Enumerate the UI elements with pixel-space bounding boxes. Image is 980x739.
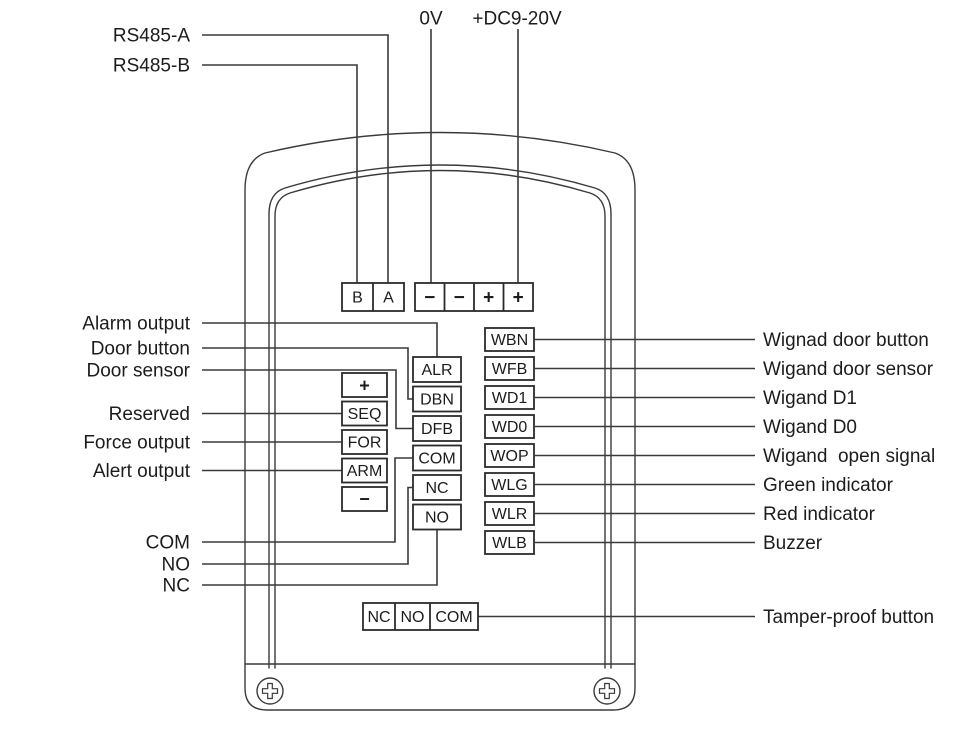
wiegand-wlg-label: WLG: [491, 477, 527, 494]
wiegand-cell-wlg: [484, 472, 535, 497]
external-labels-top: RS485-A RS485-B 0V +DC9-20V: [113, 9, 562, 77]
wiegand-d0-label: Wigand D0: [763, 417, 857, 438]
io-alr-label: ALR: [421, 362, 452, 379]
wire-alarm-output: [202, 322, 438, 357]
io-cell-dfb: [412, 415, 462, 442]
terminal-plus-2: +: [513, 288, 524, 309]
wiegand-cell-wd1: [484, 385, 535, 410]
terminal-b: B: [352, 290, 363, 307]
wiegand-cell-wlr: [484, 501, 535, 526]
com-label: COM: [146, 533, 190, 554]
terminal-minus-2: −: [454, 288, 465, 309]
seq-plus-label: +: [359, 376, 370, 396]
external-labels-right: Wignad door button Wigand door sensor Wi…: [763, 330, 935, 628]
io-nc-label: NC: [425, 480, 448, 497]
seq-cell-arm: [341, 457, 388, 484]
io-com-label: COM: [418, 451, 455, 468]
dc-power-label: +DC9-20V: [472, 9, 562, 30]
seq-cell-plus: [341, 372, 388, 398]
io-cell-dbn: [412, 385, 462, 413]
wiegand-wlb-label: WLB: [492, 535, 527, 552]
red-indicator-label: Red indicator: [763, 504, 876, 525]
wiegand-d1-label: Wigand D1: [763, 388, 857, 409]
alert-output-label: Alert output: [93, 461, 191, 482]
device-inner-outline-outer: [268, 164, 612, 669]
wire-com: [202, 457, 413, 543]
seq-cell-minus: [341, 486, 388, 512]
wiegand-cell-wfb: [484, 356, 535, 381]
wiegand-door-sensor-label: Wigand door sensor: [763, 359, 934, 380]
right-screw: [593, 677, 621, 705]
0v-label: 0V: [419, 9, 443, 30]
device-inner-outline-inner: [274, 169, 606, 669]
no-label: NO: [162, 555, 191, 576]
wire-door-button: [202, 347, 413, 400]
relay-outline: [362, 602, 479, 631]
right-screw-phillips-icon: [598, 682, 616, 700]
left-screw-head: [256, 677, 284, 705]
wiegand-terminal-column: WBN WFB WD1 WD0 WOP WLG WLR WLB: [484, 327, 535, 555]
wiegand-door-button-label: Wignad door button: [763, 330, 929, 351]
wire-rs485-b: [202, 64, 358, 283]
io-dbn-label: DBN: [420, 392, 454, 409]
io-terminal-column: ALR DBN DFB COM NC NO: [412, 356, 462, 531]
wiegand-cell-wlb: [484, 530, 535, 555]
terminal-a: A: [383, 290, 394, 307]
io-cell-com: [412, 444, 462, 472]
seq-seq-label: SEQ: [348, 406, 382, 423]
rs485-b-label: RS485-B: [113, 56, 190, 77]
wiegand-wop-label: WOP: [490, 448, 528, 465]
wire-nc: [202, 529, 438, 586]
seq-cell-for: [341, 429, 388, 455]
relay-nc-label: NC: [367, 609, 390, 626]
left-screw-phillips-icon: [261, 682, 279, 700]
green-indicator-label: Green indicator: [763, 475, 894, 496]
terminal-minus-1: −: [424, 288, 435, 309]
wire-rs485-a: [202, 34, 389, 283]
seq-terminal-block: + SEQ FOR ARM −: [341, 372, 388, 512]
tamper-proof-button-label: Tamper-proof button: [763, 607, 934, 628]
door-sensor-label: Door sensor: [87, 361, 191, 382]
power-terminal-block: − − + +: [414, 282, 534, 312]
device-outer-outline: [244, 131, 636, 711]
io-cell-no: [412, 503, 462, 531]
wire-door-sensor: [202, 369, 413, 430]
io-no-label: NO: [425, 510, 449, 527]
wiegand-wbn-label: WBN: [491, 332, 528, 349]
seq-cell-seq: [341, 400, 388, 427]
io-cell-alr: [412, 356, 462, 383]
wiegand-wlr-label: WLR: [492, 506, 528, 523]
right-screw-head: [593, 677, 621, 705]
tamper-relay-block: NC NO COM: [362, 602, 479, 631]
alarm-output-label: Alarm output: [82, 314, 190, 335]
seq-arm-label: ARM: [347, 463, 383, 480]
wiegand-cell-wop: [484, 443, 535, 468]
nc-label: NC: [163, 576, 190, 597]
wiegand-wd1-label: WD1: [492, 390, 528, 407]
wiegand-wfb-label: WFB: [492, 361, 528, 378]
terminal-plus-1: +: [483, 288, 494, 309]
force-output-label: Force output: [83, 433, 190, 454]
device-case: [244, 131, 636, 711]
relay-com-label: COM: [435, 609, 472, 626]
wiegand-cell-wd0: [484, 414, 535, 439]
reserved-label: Reserved: [109, 404, 190, 425]
external-labels-left: Alarm output Door button Door sensor Res…: [82, 314, 190, 597]
buzzer-label: Buzzer: [763, 533, 823, 554]
door-button-label: Door button: [91, 339, 190, 360]
rs485-a-label: RS485-A: [113, 26, 190, 47]
io-cell-nc: [412, 474, 462, 501]
wiegand-open-signal-label: Wigand open signal: [763, 446, 935, 467]
io-dfb-label: DFB: [421, 421, 453, 438]
relay-no-label: NO: [401, 609, 425, 626]
wiegand-cell-wbn: [484, 327, 535, 352]
wiegand-wd0-label: WD0: [492, 419, 528, 436]
seq-for-label: FOR: [348, 435, 382, 452]
left-screw: [256, 677, 284, 705]
wire-no: [202, 486, 413, 565]
wires: [202, 29, 755, 618]
rs485-terminal-block: B A: [341, 282, 405, 312]
seq-minus-label: −: [359, 489, 370, 509]
